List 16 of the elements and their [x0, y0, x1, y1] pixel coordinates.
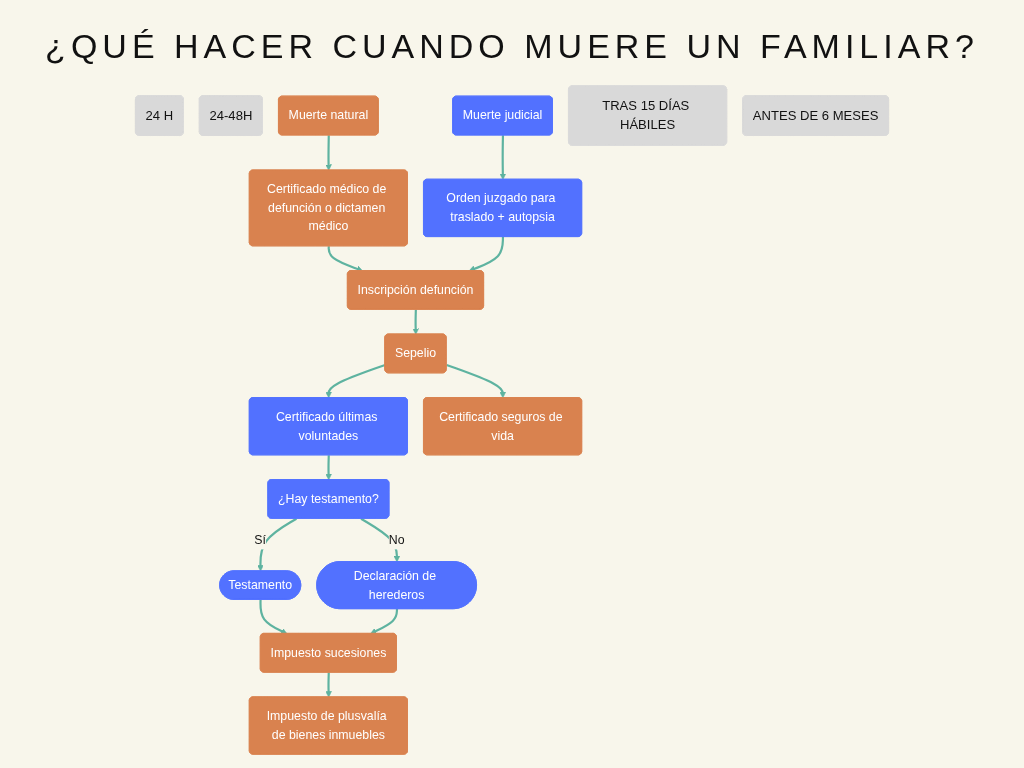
edge-label: Sí	[254, 532, 267, 547]
arrow	[325, 135, 332, 171]
arrow	[259, 599, 288, 635]
arrow	[325, 455, 332, 481]
arrow	[327, 246, 363, 272]
arrow	[360, 517, 401, 563]
arrow	[412, 309, 419, 335]
arrow	[257, 517, 298, 572]
arrow	[325, 363, 386, 399]
edge-label: No	[388, 532, 405, 547]
arrow	[468, 236, 505, 272]
arrow	[370, 609, 399, 635]
title: ¿QUÉ HACER CUANDO MUERE UN FAMILIAR?	[44, 26, 980, 67]
arrow	[499, 135, 507, 180]
arrow	[446, 363, 506, 399]
arrow	[325, 672, 332, 698]
